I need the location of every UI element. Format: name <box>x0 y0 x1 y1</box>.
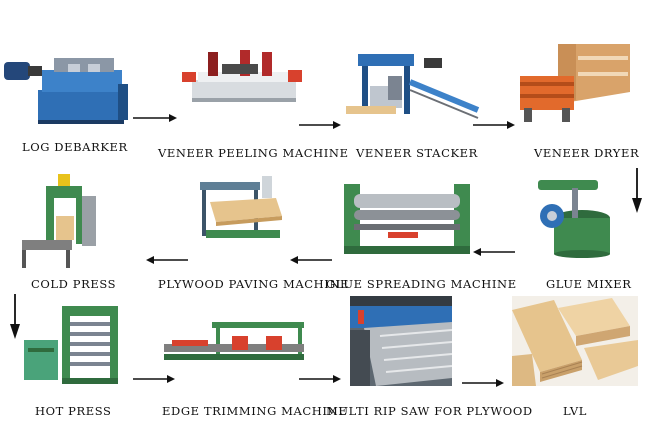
flow-arrow-left <box>473 247 515 257</box>
lvl-label: LVL <box>563 404 588 418</box>
veneer-peeling-machine-image <box>178 42 306 112</box>
flow-arrow-left <box>290 255 332 265</box>
cold-press-label: COLD PRESS <box>31 277 117 291</box>
plywood-paving-machine-image <box>196 176 286 244</box>
log-debarker-image <box>2 44 132 129</box>
flow-arrow <box>133 374 175 384</box>
flow-arrow <box>299 374 341 384</box>
flow-arrow <box>133 113 177 123</box>
veneer-dryer-label: VENEER DRYER <box>534 146 640 160</box>
hot-press-label: HOT PRESS <box>35 404 112 418</box>
hot-press-image <box>22 304 128 386</box>
multi-rip-saw-label: MULTI RIP SAW FOR PLYWOOD <box>326 404 533 418</box>
flow-arrow <box>473 120 515 130</box>
flow-arrow-down <box>9 294 21 340</box>
glue-spreading-machine-label: GLUE SPREADING MACHINE <box>326 277 517 291</box>
flow-arrow-down <box>631 168 643 214</box>
glue-spreading-machine-image <box>340 180 474 258</box>
cold-press-image <box>18 174 98 272</box>
edge-trimming-machine-label: EDGE TRIMMING MACHINE <box>162 404 348 418</box>
flow-arrow-left <box>146 255 188 265</box>
flow-arrow <box>462 378 504 388</box>
multi-rip-saw-image <box>350 296 452 386</box>
log-debarker-label: LOG DEBARKER <box>22 140 128 154</box>
plywood-paving-machine-label: PLYWOOD PAVING MACHINE <box>158 277 350 291</box>
veneer-dryer-image <box>518 42 630 124</box>
glue-mixer-label: GLUE MIXER <box>546 277 632 291</box>
veneer-stacker-label: VENEER STACKER <box>356 146 478 160</box>
veneer-peeling-machine-label: VENEER PEELING MACHINE <box>158 146 349 160</box>
edge-trimming-machine-image <box>162 320 310 368</box>
lvl-image <box>512 296 638 386</box>
veneer-stacker-image <box>338 46 482 126</box>
glue-mixer-image <box>532 178 612 258</box>
flow-arrow <box>299 120 341 130</box>
